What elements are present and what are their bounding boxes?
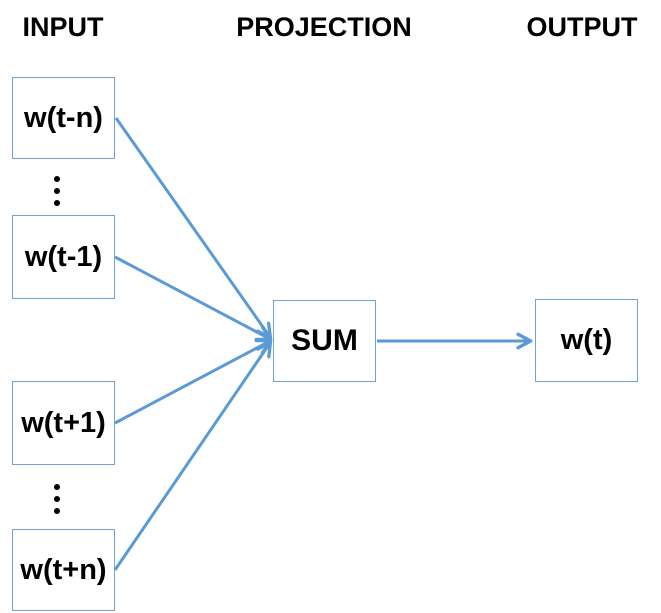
node-label: w(t-1) <box>24 240 103 273</box>
node-label: w(t+n) <box>20 553 107 586</box>
ellipsis-dot <box>54 200 60 206</box>
input-node-w-t-plus-n: w(t+n) <box>12 529 115 611</box>
projection-node-sum: SUM <box>273 300 376 382</box>
ellipsis-dot <box>54 508 60 514</box>
vertical-ellipsis-icon <box>52 484 62 514</box>
ellipsis-dot <box>54 484 60 490</box>
edge-wtminusn-to-sum <box>114 117 273 340</box>
edge-wtminus1-to-sum <box>114 255 273 342</box>
edge-wtplus1-to-sum <box>114 338 273 425</box>
column-header-projection: PROJECTION <box>236 12 412 42</box>
output-node-w-t: w(t) <box>535 299 638 382</box>
vertical-ellipsis-icon <box>52 176 62 206</box>
node-label: w(t-n) <box>24 101 103 134</box>
column-header-output: OUTPUT <box>526 12 638 42</box>
input-node-w-t-minus-n: w(t-n) <box>12 77 115 159</box>
input-node-w-t-minus-1: w(t-1) <box>12 215 115 299</box>
ellipsis-dot <box>54 496 60 502</box>
node-label: w(t) <box>560 324 613 356</box>
edge-wtplusn-to-sum <box>113 340 273 571</box>
ellipsis-dot <box>54 176 60 182</box>
column-header-input: INPUT <box>22 12 104 42</box>
input-node-w-t-plus-1: w(t+1) <box>12 381 115 465</box>
node-label: w(t+1) <box>21 406 106 439</box>
ellipsis-dot <box>54 188 60 194</box>
node-label: SUM <box>291 324 358 357</box>
